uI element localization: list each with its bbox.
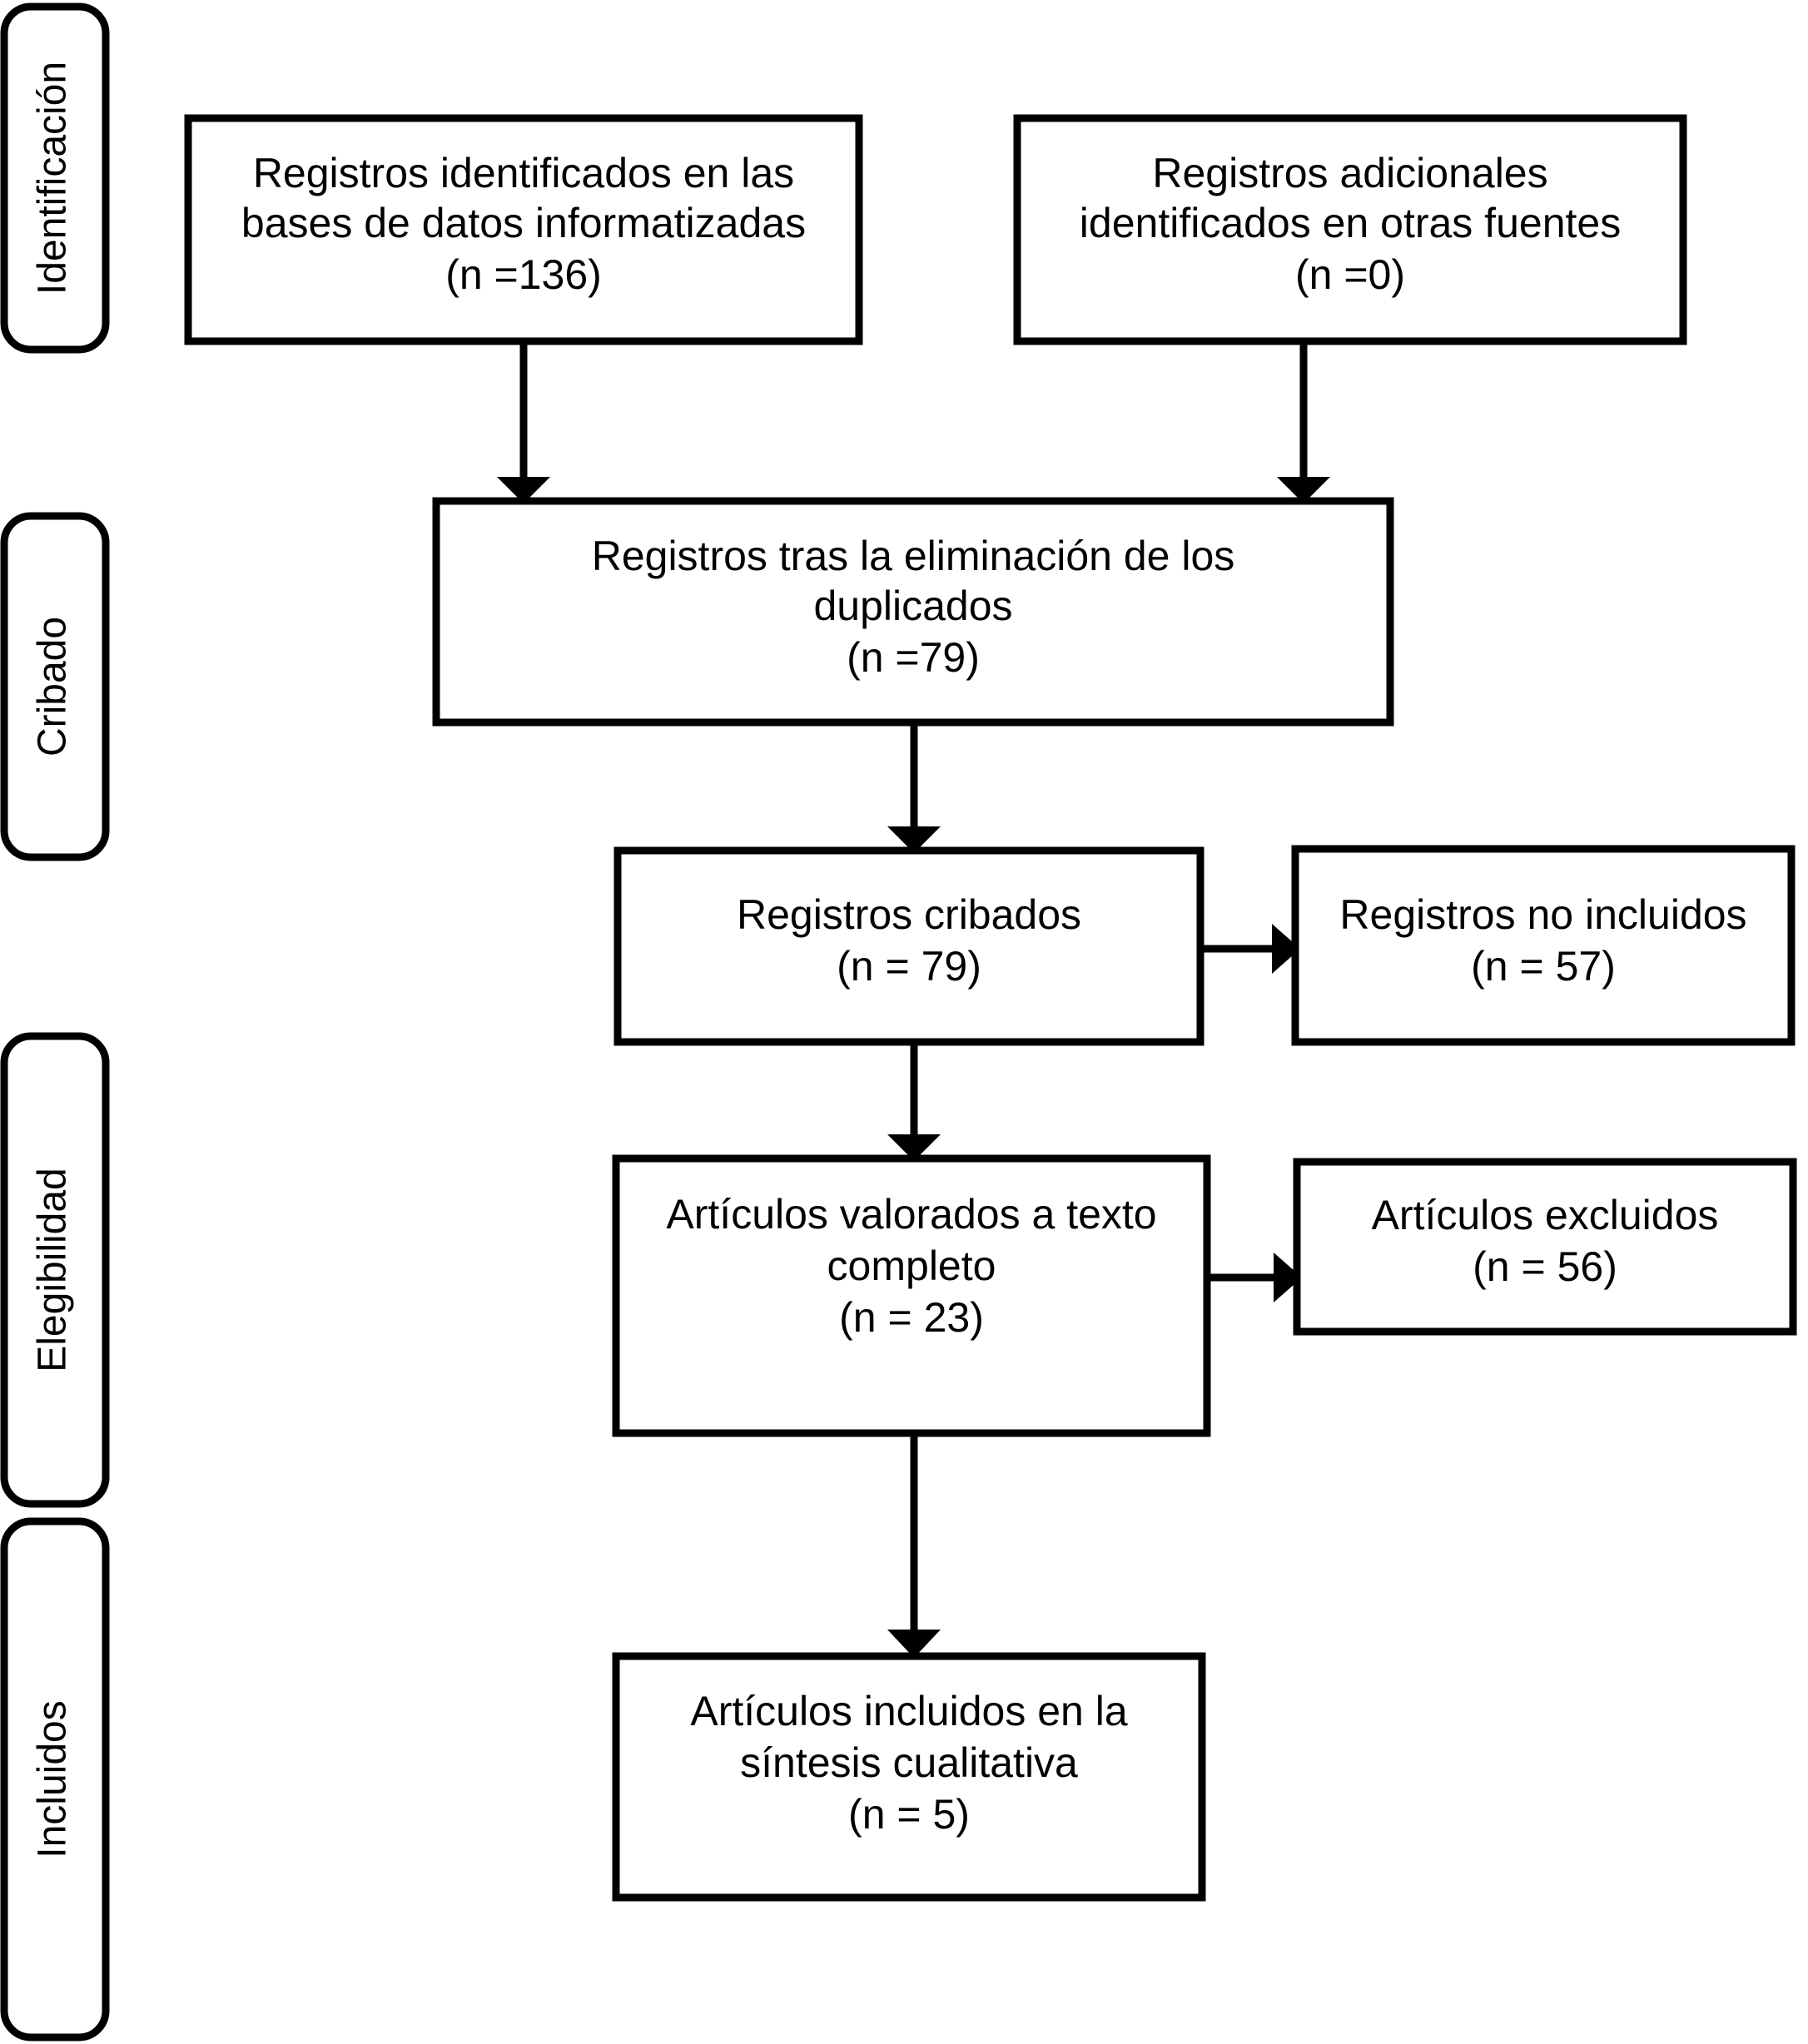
box-outline — [612, 1652, 1206, 1902]
box-line-2: identificados en otras fuentes — [1080, 200, 1621, 246]
box-line-2: duplicados — [813, 583, 1012, 629]
box-outline — [184, 114, 863, 345]
box-fulltext-excluded: Artículos excluidos (n = 56) — [1293, 1158, 1797, 1336]
box-records-excluded: Registros no incluidos (n = 57) — [1291, 845, 1796, 1046]
box-line-1: Registros tras la eliminación de los — [592, 533, 1235, 579]
box-records-databases: Registros identificados en las bases de … — [184, 114, 863, 345]
arrow-head-icon — [1274, 1253, 1302, 1302]
box-records-screened: Registros cribados (n = 79) — [613, 846, 1205, 1046]
arrow-head-icon — [887, 1134, 941, 1161]
box-outline — [1013, 114, 1687, 345]
arrow-head-icon — [887, 826, 941, 853]
connector-dedup-to-screened — [887, 722, 941, 853]
box-outline — [432, 497, 1394, 727]
box-line-2: síntesis cualitativa — [740, 1739, 1078, 1786]
arrow-head-icon — [887, 1630, 941, 1658]
box-line-1: Artículos incluidos en la — [690, 1688, 1127, 1734]
box-fulltext-assessed: Artículos valorados a texto completo (n … — [612, 1154, 1211, 1437]
arrow-head-icon — [1277, 477, 1330, 504]
box-line-1: Artículos valorados a texto — [666, 1191, 1156, 1238]
stage-label-text-elegibilidad: Elegibilidad — [31, 1168, 75, 1372]
stage-label-identificacion: Identificación — [0, 2, 110, 354]
stage-label-text-cribado: Cribado — [31, 617, 75, 757]
box-line-3-count: (n = 23) — [839, 1294, 984, 1341]
stage-box-incluidos — [0, 1517, 110, 2042]
box-outline — [1293, 1158, 1797, 1336]
connector-screened-to-fulltext — [887, 1042, 941, 1161]
connector-othersources-to-dedup — [1277, 341, 1330, 504]
stage-label-text-identificacion: Identificación — [31, 62, 75, 295]
box-outline — [612, 1154, 1211, 1437]
box-line-3-count: (n =0) — [1295, 251, 1405, 298]
box-line-2: completo — [827, 1243, 996, 1289]
connector-fulltext-to-included — [887, 1434, 941, 1658]
stage-box-cribado — [0, 512, 110, 861]
box-line-3-count: (n = 5) — [848, 1791, 970, 1838]
box-records-after-duplicates: Registros tras la eliminación de los dup… — [432, 497, 1394, 727]
box-line-1: Artículos excluidos — [1372, 1192, 1719, 1238]
box-line-2-count: (n = 79) — [837, 943, 981, 990]
stage-label-incluidos: Incluidos — [0, 1517, 110, 2042]
stage-box-identificacion — [0, 2, 110, 354]
box-line-1: Registros identificados en las — [253, 150, 794, 196]
box-line-1: Registros cribados — [737, 891, 1081, 938]
stage-box-elegibilidad — [0, 1032, 110, 1508]
box-line-2: bases de datos informatizadas — [241, 200, 806, 246]
box-line-3-count: (n =136) — [445, 251, 602, 298]
box-outline — [613, 846, 1205, 1046]
box-outline — [1291, 845, 1796, 1046]
box-records-other-sources: Registros adicionales identificados en o… — [1013, 114, 1687, 345]
box-line-2-count: (n = 57) — [1471, 943, 1616, 990]
stage-label-text-incluidos: Incluidos — [31, 1700, 75, 1858]
connector-databases-to-dedup — [497, 341, 550, 504]
connector-screened-to-excluded — [1200, 924, 1300, 974]
box-line-1: Registros no incluidos — [1339, 891, 1746, 938]
stage-label-cribado: Cribado — [0, 512, 110, 861]
box-line-3-count: (n =79) — [847, 634, 980, 681]
stage-label-elegibilidad: Elegibilidad — [0, 1032, 110, 1508]
arrow-head-icon — [1272, 924, 1300, 974]
arrow-head-icon — [497, 477, 550, 504]
box-line-2-count: (n = 56) — [1473, 1243, 1617, 1290]
box-line-1: Registros adicionales — [1152, 150, 1547, 196]
connector-fulltext-to-articlesexcluded — [1207, 1253, 1302, 1302]
box-studies-included: Artículos incluidos en la síntesis cuali… — [612, 1652, 1206, 1902]
